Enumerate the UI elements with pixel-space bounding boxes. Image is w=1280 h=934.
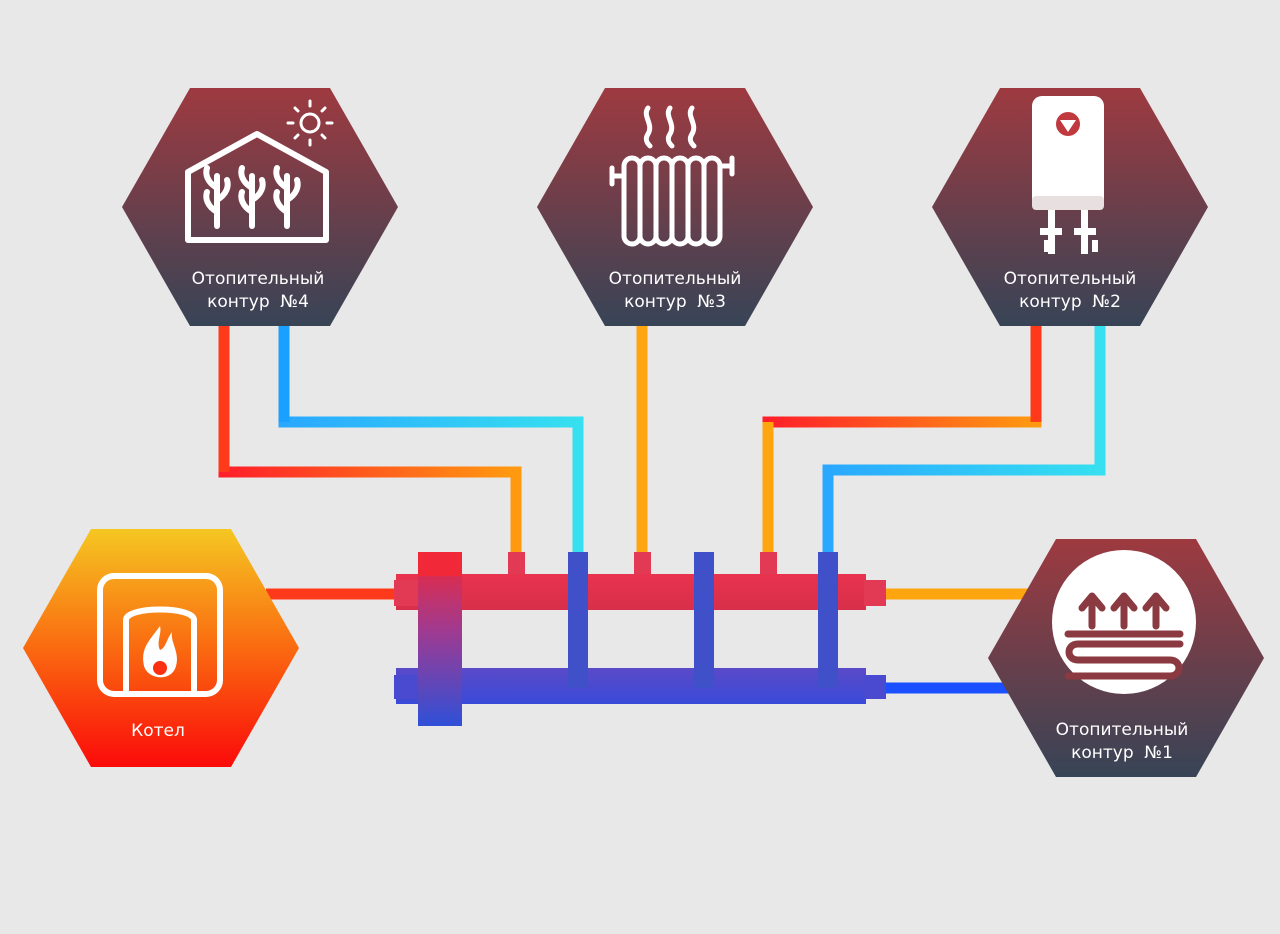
circuit-1-label-line1: Отопительный: [1056, 720, 1189, 740]
circuit-3-label-line1: Отопительный: [609, 269, 742, 289]
supply-header: [396, 574, 866, 610]
circuit-4-supply-pipe: [218, 326, 522, 556]
return-riser-1: [568, 552, 588, 688]
circuit-2-label-line1: Отопительный: [1004, 269, 1137, 289]
return-riser-2: [694, 552, 714, 688]
radiator-icon: [609, 105, 735, 247]
boiler-hexagon: [23, 529, 299, 767]
manifold: [394, 552, 886, 726]
supply-fitting-1: [508, 552, 525, 576]
circuit-4-node[interactable]: Отопительный контур №4: [122, 88, 398, 326]
circuit-2-supply-pipe: [762, 326, 1042, 556]
circuit-4-label-line1: Отопительный: [192, 269, 325, 289]
circuit-4-label-line2: контур №4: [207, 292, 309, 312]
circuit-2-return-pipe: [822, 326, 1106, 556]
water-heater-icon: [1032, 96, 1104, 254]
circuit-1-node[interactable]: Отопительный контур №1: [988, 539, 1264, 777]
return-header-inlet-cap: [394, 675, 418, 699]
return-riser-3: [818, 552, 838, 688]
greenhouse-icon: [185, 131, 329, 243]
pipes: [218, 326, 1106, 694]
circuit-4-hexagon: [122, 88, 398, 326]
circuit-4-return-pipe: [278, 326, 584, 556]
flame-icon: [143, 626, 177, 678]
circuit-1-label-line2: контур №1: [1071, 743, 1173, 763]
boiler-node[interactable]: Котел: [23, 529, 299, 767]
supply-header-inlet-cap: [394, 580, 418, 606]
circuit-3-label-line2: контур №3: [624, 292, 726, 312]
return-header-end-cap: [864, 675, 886, 699]
supply-header-end-cap: [864, 580, 886, 606]
supply-fitting-2: [634, 552, 651, 576]
sun-icon: [286, 99, 334, 147]
boiler-icon: [97, 573, 223, 697]
separator-column: [418, 552, 462, 726]
circuit-3-hexagon: [537, 88, 813, 326]
circuit-3-node[interactable]: Отопительный контур №3: [537, 88, 813, 326]
separator-column-top: [418, 552, 462, 576]
circuit-2-node[interactable]: Отопительный контур №2: [932, 88, 1208, 326]
supply-fitting-3: [760, 552, 777, 576]
circuit-2-label-line2: контур №2: [1019, 292, 1121, 312]
underfloor-heating-icon: [1052, 550, 1196, 694]
boiler-label: Котел: [131, 721, 185, 741]
return-header: [396, 668, 866, 704]
